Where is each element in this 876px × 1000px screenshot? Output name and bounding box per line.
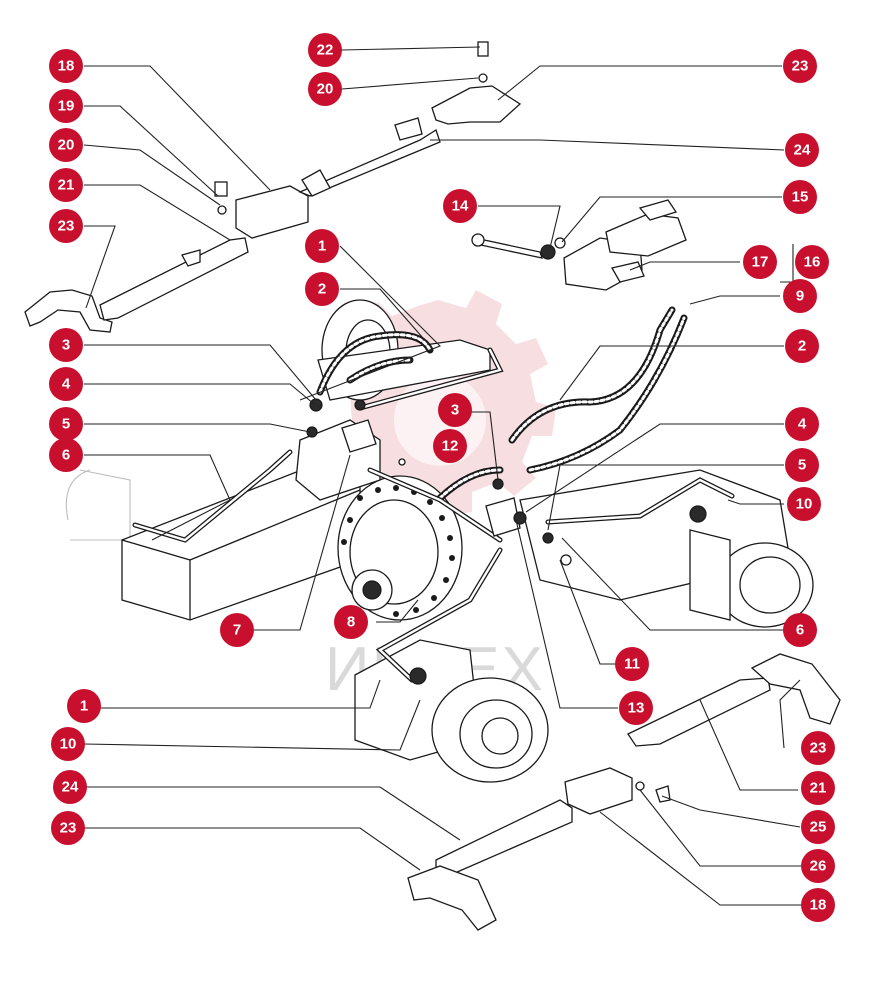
callout-label: 2: [318, 281, 326, 298]
callout-label: 17: [752, 254, 769, 271]
callout-label: 3: [62, 337, 70, 354]
callout-20: 20: [308, 72, 342, 106]
callout-label: 5: [62, 416, 70, 433]
callout-label: 21: [810, 780, 827, 797]
callout-20: 20: [49, 128, 83, 162]
callout-26: 26: [801, 849, 835, 883]
callout-label: 20: [317, 81, 334, 98]
callout-label: 13: [628, 700, 645, 717]
callout-label: 1: [80, 698, 88, 715]
mudguard-bracket-top-right: [214, 41, 522, 215]
control-valve-block: [471, 199, 687, 291]
callout-label: 23: [60, 820, 77, 837]
callout-label: 21: [58, 177, 75, 194]
callout-label: 10: [60, 736, 77, 753]
callout-10: 10: [51, 727, 85, 761]
mudguard-bracket-left: [24, 117, 441, 333]
callout-3: 3: [438, 393, 472, 427]
callout-25: 25: [801, 810, 835, 844]
callout-6: 6: [783, 613, 817, 647]
callout-label: 14: [452, 198, 469, 215]
callout-label: 3: [451, 402, 459, 419]
callout-18: 18: [49, 49, 83, 83]
callout-label: 2: [798, 338, 806, 355]
leader-lines: [83, 46, 804, 906]
callout-label: 24: [794, 142, 811, 159]
callout-11: 11: [615, 647, 649, 681]
callout-2: 2: [305, 272, 339, 306]
callout-24: 24: [785, 133, 819, 167]
callout-16: 16: [795, 245, 829, 279]
callout-7: 7: [220, 613, 254, 647]
callout-21: 21: [49, 168, 83, 202]
callout-label: 24: [62, 779, 79, 796]
callout-17: 17: [743, 245, 777, 279]
callout-5: 5: [49, 407, 83, 441]
callout-9: 9: [783, 279, 817, 313]
callout-label: 20: [58, 137, 75, 154]
callout-label: 7: [233, 622, 241, 639]
hydraulic-hoses: [316, 306, 688, 502]
callout-label: 23: [58, 218, 75, 235]
fittings: [306, 398, 707, 685]
wheel-hub-lower: [354, 639, 549, 783]
callout-21: 21: [801, 771, 835, 805]
callout-label: 8: [347, 614, 355, 631]
differential-housing: [295, 419, 463, 621]
callout-label: 18: [810, 897, 827, 914]
callout-label: 15: [792, 189, 809, 206]
callout-label: 11: [624, 656, 640, 673]
callout-label: 10: [796, 496, 813, 513]
callout-4: 4: [49, 367, 83, 401]
callout-6: 6: [49, 438, 83, 472]
mudguard-bracket-lower: [407, 653, 841, 931]
callout-1: 1: [305, 229, 339, 263]
callout-label: 4: [798, 416, 807, 433]
callout-19: 19: [49, 89, 83, 123]
callout-label: 9: [796, 288, 804, 305]
callout-label: 18: [58, 58, 75, 75]
rigid-tubes: [132, 347, 735, 683]
callout-label: 4: [62, 376, 71, 393]
callout-14: 14: [443, 189, 477, 223]
callout-18: 18: [801, 888, 835, 922]
callout-label: 6: [62, 447, 70, 464]
callout-label: 1: [318, 238, 326, 255]
callout-label: 25: [810, 819, 827, 836]
callout-15: 15: [783, 180, 817, 214]
callout-23: 23: [801, 731, 835, 765]
callout-23: 23: [783, 49, 817, 83]
callout-label: 23: [792, 58, 809, 75]
callout-12: 12: [433, 429, 467, 463]
callout-label: 19: [58, 98, 75, 115]
callout-label: 22: [317, 42, 334, 59]
callout-label: 12: [442, 438, 459, 455]
callout-22: 22: [308, 33, 342, 67]
callout-23: 23: [51, 811, 85, 845]
callout-10: 10: [787, 487, 821, 521]
axle-housing-left: [65, 299, 491, 621]
callout-label: 16: [804, 254, 821, 271]
callout-13: 13: [619, 691, 653, 725]
axle-housing-right: [519, 469, 814, 628]
callout-label: 23: [810, 740, 827, 757]
callout-2: 2: [785, 329, 819, 363]
callout-label: 26: [810, 858, 827, 875]
callout-24: 24: [53, 770, 87, 804]
callout-label: 5: [798, 457, 806, 474]
callout-label: 6: [796, 622, 804, 639]
callout-4: 4: [785, 407, 819, 441]
callout-23: 23: [49, 209, 83, 243]
callout-3: 3: [49, 328, 83, 362]
callout-8: 8: [334, 605, 368, 639]
callout-1: 1: [67, 689, 101, 723]
callout-5: 5: [785, 448, 819, 482]
